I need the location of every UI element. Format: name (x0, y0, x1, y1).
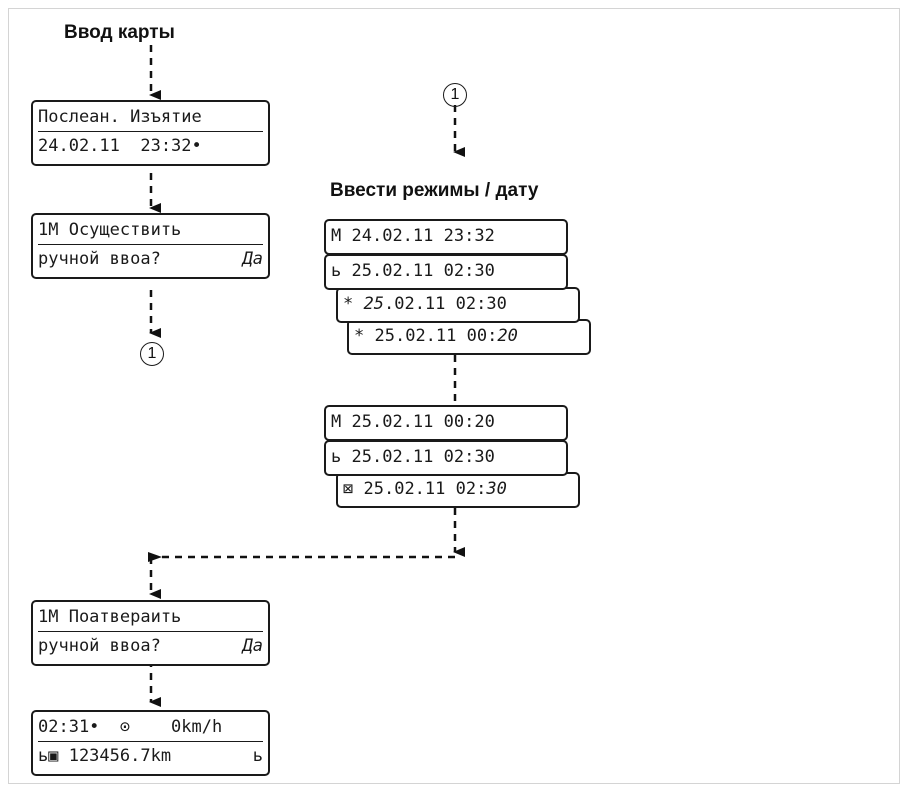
mode-screen-rest: * 25.02.11 02:30 (336, 287, 580, 323)
screen-date: 24.02.11 (351, 226, 434, 246)
screen-time: 02:30 (443, 261, 495, 281)
screen-date: .02.11 (383, 294, 446, 314)
screen-time: 00: (466, 326, 498, 346)
screen-line: M 24.02.11 23:32 (331, 222, 561, 250)
screen-date: 25.02.11 (351, 447, 434, 467)
screen-line: * 25.02.11 02:30 (343, 290, 573, 318)
mode-screen-main: M 24.02.11 23:32 (324, 219, 568, 255)
screen-line: M 25.02.11 00:20 (331, 408, 561, 436)
screen-day-edit: 25 (363, 294, 384, 314)
screen-date: 25.02.11 (351, 412, 434, 432)
screen-line: ь▣ 123456.7km ь (38, 741, 263, 770)
screen-line: ь 25.02.11 02:30 (331, 443, 561, 471)
screen-line: 1M Осуществить (38, 220, 182, 240)
screen-time: 02: (455, 479, 487, 499)
answer-yes: Да (242, 249, 263, 269)
screen-text: ручной ввоа? (38, 249, 161, 269)
screen-last-withdrawal: Послеан. Изъятие 24.02.11 23:32• (31, 100, 270, 166)
screen-line: ручной ввоа? Да (38, 631, 263, 660)
mode-screen-sleeping-back: * 25.02.11 00:20 (347, 319, 591, 355)
mode-icon-work: ь (331, 447, 342, 467)
mode-label-m: M (331, 412, 342, 432)
screen-date: 25.02.11 (363, 479, 446, 499)
answer-yes: Да (242, 636, 263, 656)
screen-time: 02:30 (455, 294, 507, 314)
screen-time: 00:20 (443, 412, 495, 432)
mode2-screen-unknown: ⊠ 25.02.11 02:30 (336, 472, 580, 508)
mode-icon-rest: * (354, 326, 365, 346)
screen-line: * 25.02.11 00:20 (354, 322, 584, 350)
screen-time-edit: 20 (497, 326, 518, 346)
screen-confirm-manual: 1M Осуществить ручной ввоа? Да (31, 213, 270, 279)
screen-time-edit: 30 (486, 479, 507, 499)
screen-confirm-entry: 1M Поатвераить ручной ввоа? Да (31, 600, 270, 666)
screen-line: 1M Поатвераить (38, 607, 182, 627)
screen-line: 24.02.11 23:32• (38, 131, 263, 160)
heading-card-insert: Ввод карты (64, 22, 175, 43)
screen-date: 25.02.11 (351, 261, 434, 281)
mode2-screen-main: M 25.02.11 00:20 (324, 405, 568, 441)
diagram-frame (8, 8, 900, 784)
screen-line: ⊠ 25.02.11 02:30 (343, 475, 573, 503)
mode-screen-work: ь 25.02.11 02:30 (324, 254, 568, 290)
mode-icon-work: ь (331, 261, 342, 281)
step-one-marker-bottom: 1 (140, 342, 164, 366)
screen-standard-display: 02:31• ⊙ 0km/h ь▣ 123456.7km ь (31, 710, 270, 776)
screen-line: 02:31• ⊙ 0km/h (38, 717, 223, 737)
screen-line: Послеан. Изъятие (38, 107, 202, 127)
screen-text: ручной ввоа? (38, 636, 161, 656)
mode2-screen-work: ь 25.02.11 02:30 (324, 440, 568, 476)
mode-label-m: M (331, 226, 342, 246)
screen-line: ь 25.02.11 02:30 (331, 257, 561, 285)
step-one-marker-top: 1 (443, 83, 467, 107)
screen-line: ручной ввоа? Да (38, 244, 263, 273)
screen-time: 02:30 (443, 447, 495, 467)
mode-icon-unknown: ⊠ (343, 479, 354, 499)
mode-icon-rest: * (343, 294, 354, 314)
screen-time: 23:32 (443, 226, 495, 246)
heading-enter-modes: Ввести режимы / дату (330, 180, 539, 201)
mode-icon-work: ь (252, 746, 263, 766)
screen-text: ь▣ 123456.7km (38, 746, 172, 766)
screen-date: 25.02.11 (374, 326, 457, 346)
